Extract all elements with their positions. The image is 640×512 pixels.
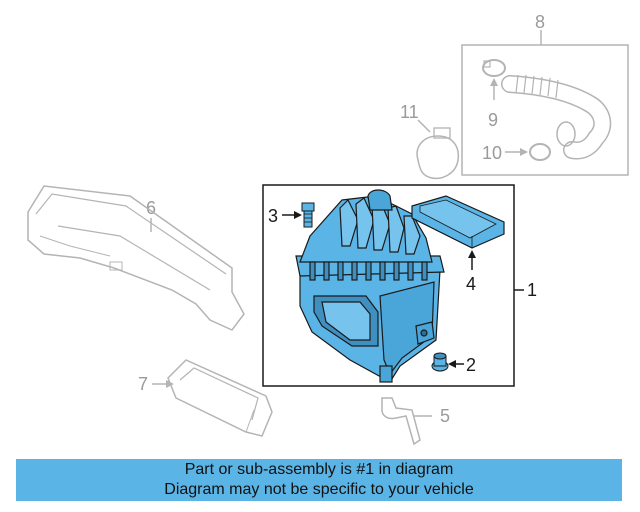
callout-8: 8 [535,12,545,32]
parts-diagram: 8 9 10 11 6 [27,12,629,446]
part-3-bolt: 3 [268,202,315,228]
part-4-filter: 4 [411,195,505,294]
callout-10: 10 [482,143,502,163]
part-7: 7 [138,359,273,437]
callout-1: 1 [527,280,537,300]
banner-line-2: Diagram may not be specific to your vehi… [164,481,474,498]
part-2-grommet: 2 [431,352,476,375]
info-banner: Part or sub-assembly is #1 in diagram Di… [16,459,622,501]
air-cleaner-housing [295,189,445,383]
banner-line-1: Part or sub-assembly is #1 in diagram [184,461,454,478]
callout-3: 3 [268,206,278,226]
part-8-group: 8 9 10 [461,12,629,176]
callout-11: 11 [400,102,419,122]
part-6: 6 [27,185,245,331]
callout-6: 6 [146,198,156,218]
part-5: 5 [381,397,450,446]
callout-4: 4 [466,274,476,294]
part-11: 11 [400,102,460,180]
part-1-assembly-box: 1 [262,184,537,387]
callout-9: 9 [488,110,498,130]
callout-5: 5 [440,406,450,426]
callout-2: 2 [466,355,476,375]
callout-7: 7 [138,374,148,394]
